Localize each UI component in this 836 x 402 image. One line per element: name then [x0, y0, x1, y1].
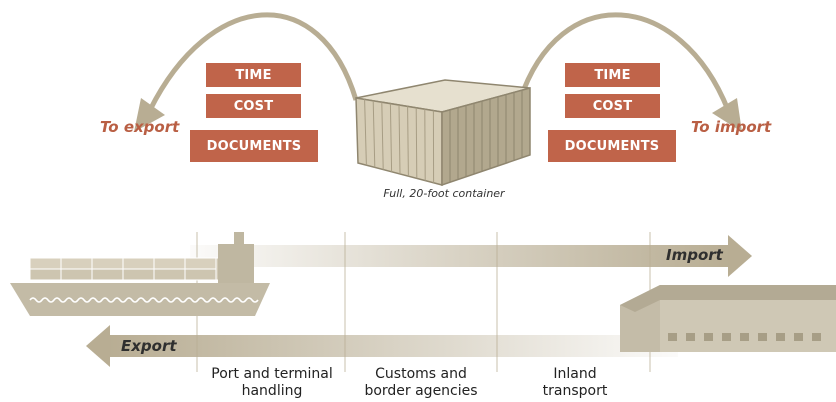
container-rib	[364, 99, 367, 166]
stage-port-terminal-handling: Port and terminal handling	[197, 366, 347, 400]
stage-label-line: Port and terminal	[211, 366, 333, 382]
warehouse-window	[812, 333, 821, 341]
ship-cargo-container	[29, 257, 62, 270]
export-documents-box: DOCUMENTS	[190, 130, 318, 162]
warehouse-window	[668, 333, 677, 341]
import-label: Import	[666, 246, 723, 264]
export-cost-box: COST	[206, 94, 301, 118]
container-rib	[389, 103, 393, 172]
warehouse-window	[686, 333, 695, 341]
shipping-container-icon	[355, 79, 531, 187]
stage-label-line: Customs and	[375, 366, 467, 382]
export-arc	[147, 12, 359, 112]
ship-cargo-container	[29, 268, 62, 281]
stage-label-line: transport	[542, 383, 608, 399]
export-time-box: TIME	[206, 63, 301, 87]
export-arrow	[86, 325, 678, 367]
warehouse-window	[776, 333, 785, 341]
ship-cargo-container	[153, 268, 186, 281]
export-arc-arrowhead	[134, 98, 165, 132]
ship-cargo-container	[91, 268, 124, 281]
container-rib	[381, 102, 384, 170]
container-rib	[372, 100, 376, 168]
ship-cargo-container	[122, 257, 155, 270]
ship-cargo-container	[60, 268, 93, 281]
warehouse-window	[704, 333, 713, 341]
cargo-ship-icon	[10, 232, 270, 316]
warehouse-window	[740, 333, 749, 341]
ship-cargo-container	[60, 257, 93, 270]
to-import-label: To import	[691, 118, 772, 136]
import-arc	[517, 12, 731, 111]
export-label: Export	[121, 337, 177, 355]
stage-label-line: handling	[241, 383, 303, 399]
container-caption: Full, 20-foot container	[383, 187, 505, 200]
ship-cargo-container	[153, 257, 186, 270]
import-arc-arrowhead	[712, 98, 742, 132]
container-rib	[415, 107, 418, 179]
import-arrow	[190, 235, 752, 277]
stage-label-line: Inland	[553, 366, 597, 382]
ship-cargo-container	[91, 257, 124, 270]
ship-cargo-container	[184, 257, 217, 270]
ship-cargo-container	[122, 268, 155, 281]
stage-customs-border-agencies: Customs and border agencies	[346, 366, 496, 400]
ship-cargo-container	[184, 268, 217, 281]
import-time-box: TIME	[565, 63, 660, 87]
warehouse-icon	[620, 285, 836, 352]
to-export-label: To export	[100, 118, 180, 136]
import-cost-box: COST	[565, 94, 660, 118]
warehouse-window	[794, 333, 803, 341]
warehouse-window	[758, 333, 767, 341]
warehouse-window	[722, 333, 731, 341]
import-documents-box: DOCUMENTS	[548, 130, 676, 162]
container-rib	[407, 106, 409, 177]
stage-label-line: border agencies	[364, 383, 478, 399]
container-rib	[398, 104, 401, 175]
stage-inland-transport: Inland transport	[500, 366, 650, 400]
